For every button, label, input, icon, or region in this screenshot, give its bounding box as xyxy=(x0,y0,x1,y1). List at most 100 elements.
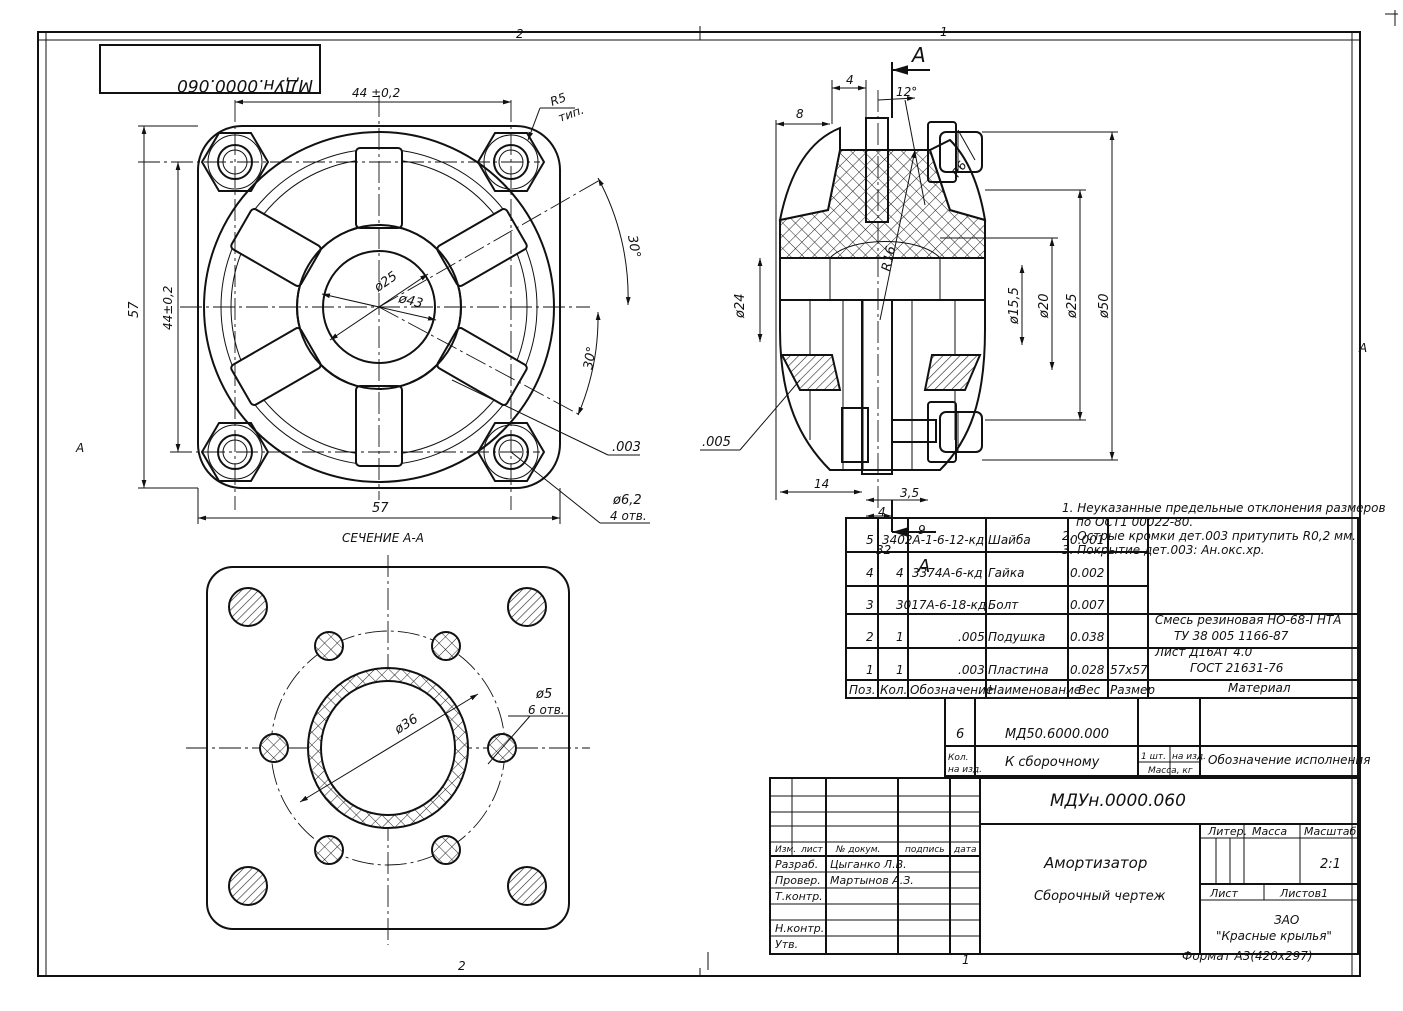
bom-row1-size: 57х57 xyxy=(1110,663,1148,677)
person-prover: Мартынов А.З. xyxy=(830,874,914,887)
role-nkontr: Н.контр. xyxy=(775,922,824,935)
mirrored-number-box: МДУн.0000.060 xyxy=(99,44,321,95)
dim-9: 9 xyxy=(918,523,926,537)
col-doc: № докум. xyxy=(835,845,880,855)
bom-row1-designation: .003 xyxy=(958,663,985,677)
dim-3-5: 3,5 xyxy=(900,486,919,500)
title-company-1: ЗАО xyxy=(1274,913,1299,927)
exec-designation: МД50.6000.000 xyxy=(1005,727,1109,742)
role-utv: Утв. xyxy=(775,938,798,951)
col-izm: Изм. xyxy=(775,845,796,855)
zone-label-bottom-2: 2 xyxy=(458,959,466,973)
exec-qty: 6 xyxy=(956,727,964,742)
zone-label-bottom-1: 1 xyxy=(962,953,970,967)
bom-row4-qty: 4 xyxy=(896,566,904,580)
note-1: 1. Неуказанные предельные отклонения раз… xyxy=(1062,501,1386,515)
dim-d20: ø20 xyxy=(1037,294,1052,320)
bom-row3-designation: 3017А-6-18-кд xyxy=(896,598,986,612)
bom-header-size: Размер xyxy=(1110,683,1155,697)
title-doc-type: Сборочный чертеж xyxy=(1034,889,1166,904)
sheet-frame xyxy=(37,10,1398,977)
rivet-holes-section xyxy=(259,631,517,865)
corner-bolts-section xyxy=(228,587,547,906)
bom-row3-pos: 3 xyxy=(866,598,874,612)
bom-row4-designation: 3374А-6-кд xyxy=(912,566,983,580)
dim-d43: ø43 xyxy=(396,291,424,312)
dim-44-top: 44 ±0,2 xyxy=(352,86,400,100)
dim-d25: ø25 xyxy=(371,269,400,296)
person-razrab: Цыганко Л.В. xyxy=(830,858,907,871)
bom-row4-name: Гайка xyxy=(988,566,1024,580)
section-view xyxy=(186,555,590,945)
bom-header-name: Наименование xyxy=(988,683,1081,697)
title-company-2: "Красные крылья" xyxy=(1216,929,1332,943)
bom-rows: 5 3402А-1-6-12-кд Шайба 0.001 4 4 3374А-… xyxy=(866,533,1341,677)
zone-label-top-1: 1 xyxy=(940,25,948,39)
exec-target: К сборочному xyxy=(1005,755,1100,770)
exec-mass-label: Масса, кг xyxy=(1148,766,1193,776)
bom-row1-weight: 0.028 xyxy=(1070,663,1105,677)
col-sign: подпись xyxy=(905,845,945,855)
bom-row2-weight: 0.038 xyxy=(1070,630,1105,644)
bolt-bottom xyxy=(927,401,983,463)
zone-label-left-a: А xyxy=(75,441,84,455)
bom-row3-weight: 0.007 xyxy=(1070,598,1105,612)
bom-header-designation: Обозначение xyxy=(910,683,993,697)
bom-row2-material2: ТУ 38 005 1166-87 xyxy=(1174,629,1289,643)
dim-14: 14 xyxy=(814,477,829,491)
section-mark-a-bottom: А xyxy=(917,556,930,577)
role-razrab: Разраб. xyxy=(775,858,818,871)
bom-row2-designation: .005 xyxy=(958,630,985,644)
side-view xyxy=(700,62,1118,537)
title-sheet: Лист xyxy=(1209,887,1238,900)
title-scale-value: 2:1 xyxy=(1320,857,1341,872)
title-sheets: Листов1 xyxy=(1279,887,1328,900)
note-3: 3. Покрытие дет.003: Ан.окс.хр. xyxy=(1062,543,1265,557)
center-plate xyxy=(865,117,889,223)
bom-row5-pos: 5 xyxy=(866,533,874,547)
title-roles: Разраб. Цыганко Л.В. Провер. Мартынов А.… xyxy=(775,858,914,951)
exec-unit2: на изд. xyxy=(1172,752,1206,762)
front-view xyxy=(138,95,650,524)
exec-qty-label: Кол. xyxy=(948,753,969,763)
bom-row5-weight: 0.001 xyxy=(1070,533,1104,547)
sheet-format: Формат А3(420х297) xyxy=(1182,949,1313,963)
bolt-top xyxy=(927,121,983,183)
dim-d50: ø50 xyxy=(1097,294,1112,320)
dim-d5: ø5 xyxy=(535,687,552,702)
exec-qty-label2: на изд. xyxy=(948,765,982,775)
dim-57-left: 57 xyxy=(127,301,142,318)
dim-r5: R5 xyxy=(548,90,568,109)
bom-row1-pos: 1 xyxy=(866,663,874,677)
bom-header-qty: Кол. xyxy=(880,683,907,697)
title-col-headers: Изм. лист № докум. подпись дата xyxy=(775,845,977,855)
dim-44-left: 44±0,2 xyxy=(161,286,175,330)
exec-title: Обозначение исполнения xyxy=(1208,753,1370,767)
bom-row4-weight: 0.002 xyxy=(1070,566,1104,580)
bom-row5-name: Шайба xyxy=(988,533,1031,547)
dim-4-top: 4 xyxy=(846,73,854,87)
dim-holes-6: 6 отв. xyxy=(528,703,565,717)
bom-row2-material: Смесь резиновая НО-68-I НТА xyxy=(1155,613,1341,627)
bom-row1-qty: 1 xyxy=(896,663,904,677)
exec-unit: 1 шт. xyxy=(1141,752,1166,762)
bom-row4-pos: 4 xyxy=(866,566,874,580)
dim-d25-side: ø25 xyxy=(1065,294,1080,320)
dim-angle-30-bottom: 30° xyxy=(581,345,600,370)
zone-label-top-2: 2 xyxy=(516,27,524,41)
dim-4-bottom: 4 xyxy=(878,505,886,519)
bom-row1-material: Лист Д16АТ 4.0 xyxy=(1154,645,1253,659)
dim-r16: R16 xyxy=(879,245,899,273)
bom-row3-name: Болт xyxy=(988,598,1019,612)
mirrored-drawing-number: МДУн.0000.060 xyxy=(177,75,313,95)
cushion-lower xyxy=(779,257,986,471)
col-list: лист xyxy=(800,845,824,855)
bom-row5-designation: 3402А-1-6-12-кд xyxy=(882,533,984,547)
callout-003-front: .003 xyxy=(612,440,641,455)
title-block xyxy=(769,777,1359,955)
bom-row2-qty: 1 xyxy=(896,630,904,644)
callout-005: .005 xyxy=(702,435,731,450)
title-drawing-number: МДУн.0000.060 xyxy=(1050,791,1186,811)
dim-hole-d: ø6,2 xyxy=(612,493,642,508)
title-scale: Масштаб xyxy=(1304,825,1356,838)
